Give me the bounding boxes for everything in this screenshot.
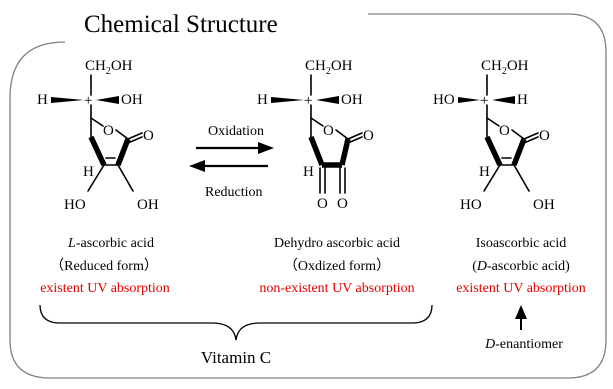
d-enantiomer-label: D-enantiomer (484, 337, 563, 352)
atom-oh: OH (341, 92, 363, 108)
keto-oxygen-1: O (317, 196, 328, 212)
uv-label-dehydro: non-existent UV absorption (259, 281, 414, 296)
ch2oh-group: CH2OH (85, 58, 133, 77)
reduction-label: Reduction (205, 185, 263, 200)
label-l-ascorbic-acid: L-ascorbic acid (67, 236, 154, 251)
atom-h-ring: H (479, 164, 490, 180)
ring-oxygen: O (499, 123, 510, 139)
stereo-cross: + (84, 93, 92, 109)
label-isoascorbic-acid: Isoascorbic acid (476, 236, 567, 251)
label-reduced-form: （Reduced form） (50, 258, 158, 274)
atom-oh-bottom: OH (533, 197, 555, 213)
molecule-dehydro-ascorbic-acid: CH2OH H + OH O O H O O (257, 58, 374, 212)
ring-oxygen: O (323, 123, 334, 139)
atom-ho: HO (64, 197, 86, 213)
label-dehydro-ascorbic-acid: Dehydro ascorbic acid (274, 236, 400, 251)
carbonyl-oxygen: O (363, 128, 374, 144)
atom-oh-bottom: OH (137, 197, 159, 213)
diagram-title: Chemical Structure (84, 11, 278, 38)
oxidation-label: Oxidation (208, 124, 264, 139)
uv-label-l-ascorbic: existent UV absorption (40, 281, 170, 296)
stereo-cross: + (304, 93, 312, 109)
ring-oxygen: O (103, 123, 114, 139)
atom-h: H (37, 92, 48, 108)
atom-h: H (257, 92, 268, 108)
vitamin-c-label: Vitamin C (201, 348, 271, 367)
uv-label-isoascorbic: existent UV absorption (456, 281, 586, 296)
ch2oh-group: CH2OH (305, 58, 353, 77)
atom-oh: OH (121, 92, 143, 108)
stereo-cross: + (480, 93, 488, 109)
label-d-ascorbic-acid: (D-ascorbic acid) (472, 259, 570, 274)
atom-h-ring: H (83, 164, 94, 180)
molecule-isoascorbic-acid: CH2OH HO + H O O H HO OH (433, 58, 555, 213)
ch2oh-group: CH2OH (481, 58, 529, 77)
atom-h: H (517, 92, 528, 108)
equilibrium-arrows-icon: Oxidation Reduction (189, 124, 274, 200)
atom-h-ring: H (303, 164, 314, 180)
carbonyl-oxygen: O (539, 128, 550, 144)
carbonyl-oxygen: O (143, 128, 154, 144)
atom-ho: HO (433, 92, 455, 108)
atom-ho-bottom: HO (460, 197, 482, 213)
keto-oxygen-2: O (337, 196, 348, 212)
frame-border (9, 13, 607, 379)
molecule-l-ascorbic-acid: CH2OH H + OH O O H HO OH (37, 58, 159, 213)
up-arrow-icon (515, 305, 527, 330)
vitamin-c-brace (39, 304, 433, 341)
label-oxidized-form: （Oxdized form） (284, 258, 390, 274)
